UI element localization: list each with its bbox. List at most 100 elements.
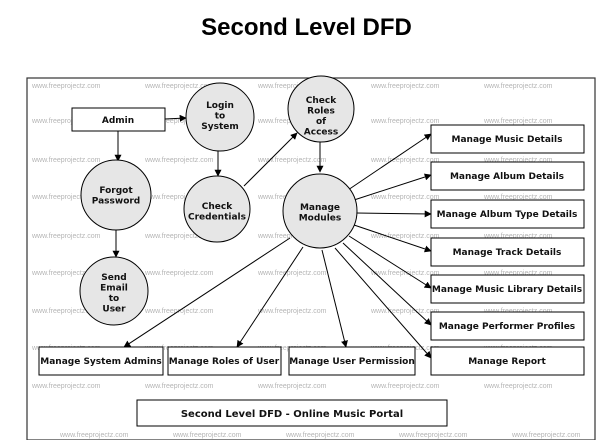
watermark-text: www.freeprojectz.com: [370, 308, 440, 315]
label-line: Manage Music Library Details: [432, 285, 582, 295]
connector-layer: [112, 114, 432, 359]
label-line: System: [201, 122, 239, 132]
edge-modules-performer: [342, 242, 432, 326]
edge-modules-report: [334, 247, 432, 359]
watermark-text: www.freeprojectz.com: [257, 270, 327, 277]
label-line: to: [109, 294, 120, 304]
label-line: Email: [100, 284, 128, 294]
track-details-label: Manage Track Details: [453, 248, 562, 258]
track-details-entity: [430, 237, 585, 267]
watermark-text: www.freeprojectz.com: [370, 383, 440, 390]
watermark-text: www.freeprojectz.com: [511, 432, 581, 439]
label-line: Manage User Permission: [289, 357, 415, 367]
watermark-text: www.freeprojectz.com: [144, 157, 214, 164]
label-line: Manage System Admins: [40, 357, 161, 367]
watermark-text: www.freeprojectz.com: [31, 194, 101, 201]
forgot-password-process: [80, 159, 152, 231]
label-line: Manage Performer Profiles: [439, 322, 575, 332]
watermark-text: www.freeprojectz.com: [144, 118, 214, 125]
roles-of-user-entity: [167, 346, 282, 376]
label-line: Manage Report: [468, 357, 546, 367]
watermark-text: www.freeprojectz.com: [144, 194, 214, 201]
check-roles-process: [287, 75, 355, 143]
page-title: Second Level DFD: [201, 14, 412, 41]
label-line: Credentials: [188, 213, 246, 223]
node-layer: [38, 75, 585, 427]
label-line: Manage Roles of User: [169, 357, 280, 367]
music-details-entity: [430, 124, 585, 154]
user-permission-label: Manage User Permission: [289, 357, 415, 367]
watermark-text: www.freeprojectz.com: [144, 383, 214, 390]
footer-box: [136, 399, 448, 427]
music-details-label: Manage Music Details: [452, 135, 563, 145]
label-line: Manage Album Details: [450, 172, 564, 182]
label-line: User: [102, 305, 126, 315]
manage-modules-process: [282, 173, 358, 249]
login-process: [185, 82, 255, 152]
album-details-label: Manage Album Details: [450, 172, 564, 182]
watermark-text: www.freeprojectz.com: [257, 83, 327, 90]
watermark-text: www.freeprojectz.com: [257, 308, 327, 315]
label-line: Forgot: [99, 186, 133, 196]
label-line: Roles: [307, 107, 335, 117]
edge-credentials-roles: [243, 132, 298, 187]
watermark-text: www.freeprojectz.com: [257, 383, 327, 390]
edge-modules-roles-user: [236, 246, 304, 348]
watermark-text: www.freeprojectz.com: [31, 308, 101, 315]
label-line: Send: [101, 273, 126, 283]
watermark-text: www.freeprojectz.com: [483, 233, 553, 240]
edge-modules-library: [348, 235, 432, 289]
watermark-text: www.freeprojectz.com: [31, 83, 101, 90]
label-line: Manage Album Type Details: [437, 210, 578, 220]
watermark-text: www.freeprojectz.com: [31, 157, 101, 164]
edge-modules-album: [353, 173, 432, 201]
music-library-details-entity: [430, 274, 585, 304]
label-line: Manage Music Details: [452, 135, 563, 145]
watermark-text: www.freeprojectz.com: [257, 233, 327, 240]
watermark-text: www.freeprojectz.com: [483, 194, 553, 201]
watermark-text: www.freeprojectz.com: [483, 157, 553, 164]
watermark-text: www.freeprojectz.com: [172, 432, 242, 439]
user-permission-entity: [288, 346, 416, 376]
album-type-details-label: Manage Album Type Details: [437, 210, 578, 220]
send-email-process: [79, 256, 149, 326]
watermark-text: www.freeprojectz.com: [483, 83, 553, 90]
label-line: Access: [304, 128, 338, 138]
edge-modules-sysadmins: [123, 237, 291, 348]
footer-label: Second Level DFD - Online Music Portal: [181, 409, 403, 420]
watermark-text: www.freeprojectz.com: [483, 270, 553, 277]
roles-of-user-label: Manage Roles of User: [169, 357, 280, 367]
watermark-text: www.freeprojectz.com: [370, 194, 440, 201]
watermark-text: www.freeprojectz.com: [144, 83, 214, 90]
label-line: Login: [206, 101, 234, 111]
admin-entity: [71, 107, 166, 132]
label-line: Password: [92, 197, 141, 207]
label-line: to: [215, 112, 226, 122]
music-library-details-label: Manage Music Library Details: [432, 285, 582, 295]
label-line: of: [316, 117, 326, 127]
watermark-text: www.freeprojectz.com: [370, 270, 440, 277]
album-type-details-entity: [430, 199, 585, 229]
watermark-text: www.freeprojectz.com: [31, 118, 101, 125]
admin-label: Admin: [102, 116, 134, 126]
system-admins-entity: [38, 346, 164, 376]
edge-modules-permission: [321, 249, 348, 348]
edge-modules-music: [347, 133, 432, 191]
label-line: Admin: [102, 116, 134, 126]
edge-modules-albumtype: [355, 210, 432, 218]
album-details-entity: [430, 161, 585, 191]
watermark-text: www.freeprojectz.com: [257, 157, 327, 164]
performer-profiles-entity: [430, 311, 585, 341]
edge-modules-track: [353, 224, 432, 253]
watermark-text: www.freeprojectz.com: [370, 83, 440, 90]
watermark-text: www.freeprojectz.com: [370, 118, 440, 125]
watermark-text: www.freeprojectz.com: [31, 383, 101, 390]
watermark-text: www.freeprojectz.com: [370, 157, 440, 164]
watermark-text: www.freeprojectz.com: [370, 233, 440, 240]
check-credentials-process: [183, 175, 251, 243]
system-admins-label: Manage System Admins: [40, 357, 161, 367]
